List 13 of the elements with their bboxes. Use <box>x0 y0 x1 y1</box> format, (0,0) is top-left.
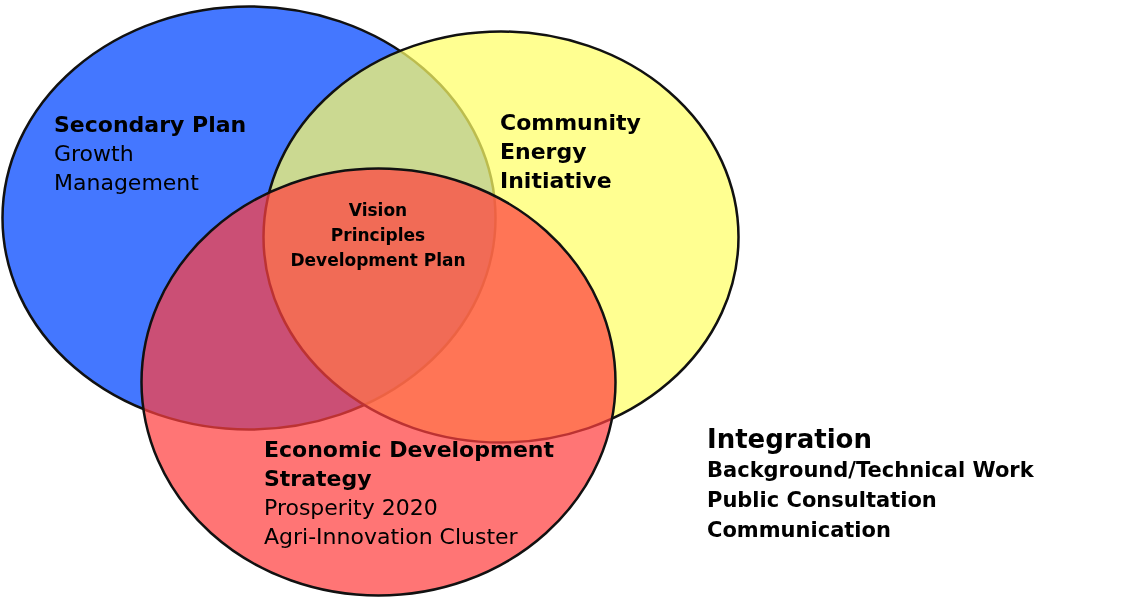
list-heading: Integration <box>707 424 872 454</box>
circle-subtitle: Growth Management <box>54 140 200 197</box>
circle-subtitle: Agri-Innovation Cluster <box>264 523 519 551</box>
circle-heading: Economic Development Strategy <box>264 436 555 493</box>
circle-heading: Community Energy Initiative <box>500 109 642 195</box>
center-label: Development Plan <box>290 250 466 270</box>
list-item: Background/Technical Work <box>707 458 1034 482</box>
circle-subtitle: Prosperity 2020 <box>264 494 439 522</box>
center-label: Principles <box>330 225 426 245</box>
circle-heading: Secondary Plan <box>54 111 248 139</box>
list-item: Public Consultation <box>707 488 937 512</box>
list-item: Communication <box>707 518 891 542</box>
center-label: Vision <box>348 200 408 220</box>
